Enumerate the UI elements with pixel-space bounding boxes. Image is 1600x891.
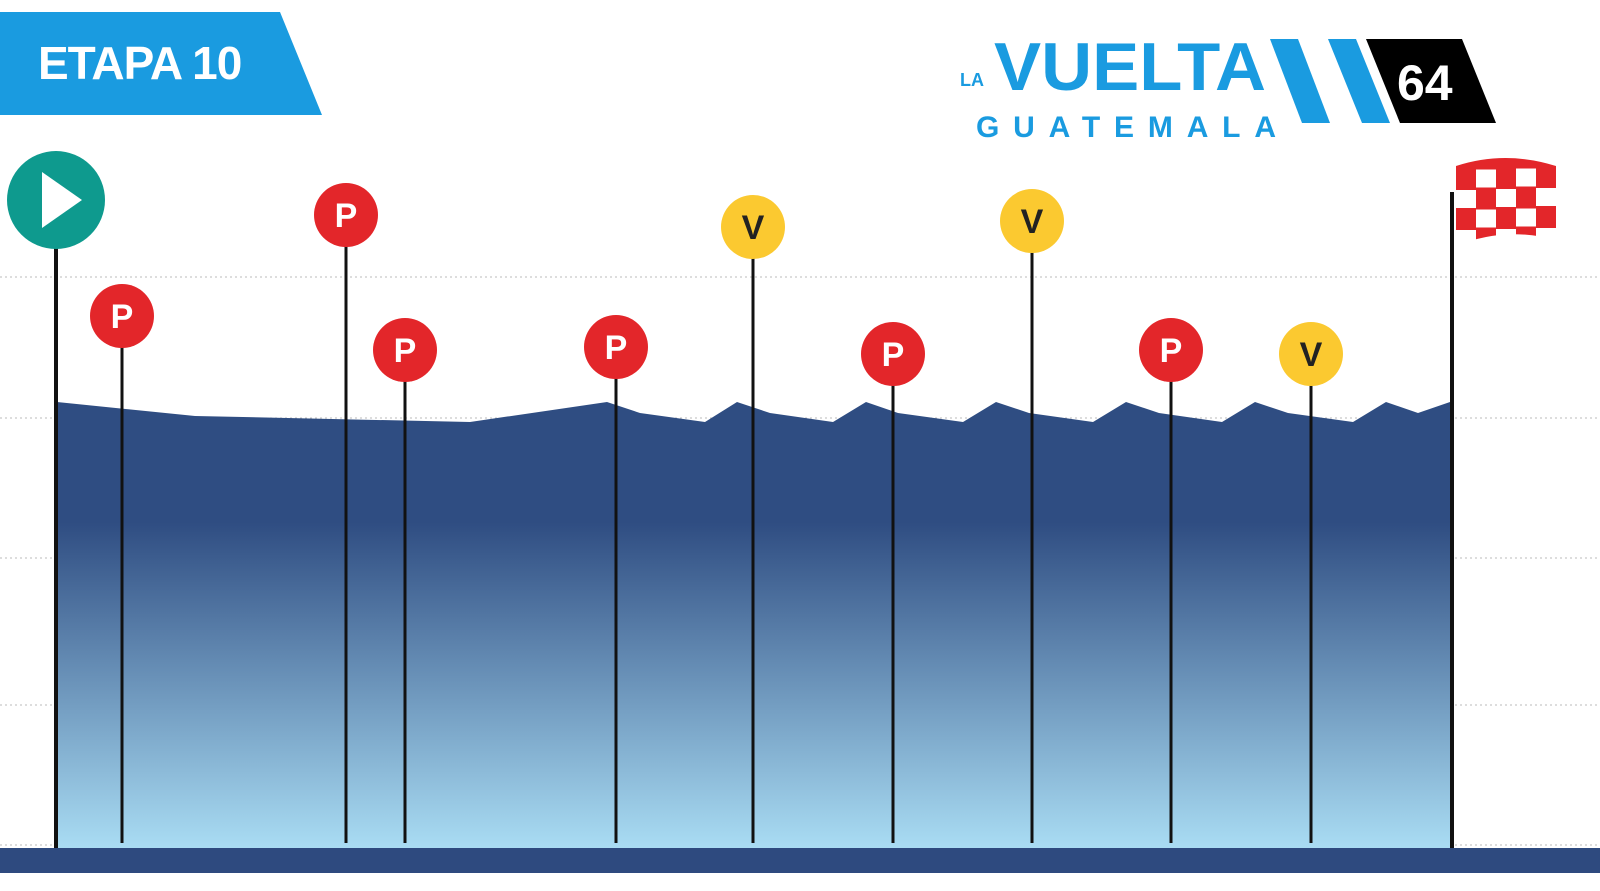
- finish-marker: [1450, 158, 1556, 848]
- sprint-marker: P: [861, 322, 925, 386]
- logo-word1: VUELTA: [994, 29, 1266, 105]
- sprint-marker: P: [584, 315, 648, 379]
- play-icon: [42, 172, 82, 228]
- marker-label: V: [1300, 336, 1323, 374]
- marker-circle: [1279, 322, 1343, 386]
- sprint-marker: P: [314, 183, 378, 247]
- marker-circle: [1000, 189, 1064, 253]
- stage-banner: [0, 12, 322, 115]
- start-marker: [7, 151, 105, 848]
- marker-label: P: [882, 336, 905, 374]
- checkered-flag-icon: [1456, 158, 1556, 248]
- marker-circle: [584, 315, 648, 379]
- sprint-marker: P: [373, 318, 437, 382]
- sprint-marker: P: [1139, 318, 1203, 382]
- stage-title: ETAPA 10: [38, 37, 242, 89]
- marker-circle: [90, 284, 154, 348]
- marker-label: P: [394, 332, 417, 370]
- marker-label: P: [335, 197, 358, 235]
- marker-circle: [373, 318, 437, 382]
- baseline-bar: [0, 848, 1600, 873]
- marker-circle: [721, 195, 785, 259]
- climb-marker: V: [721, 195, 785, 259]
- logo: LA VUELTA GUATEMALA 64: [960, 29, 1496, 144]
- marker-label: P: [1160, 332, 1183, 370]
- sprint-marker: P: [90, 284, 154, 348]
- marker-label: P: [605, 329, 628, 367]
- marker-label: V: [742, 209, 765, 247]
- climb-marker: V: [1000, 189, 1064, 253]
- logo-edition: 64: [1397, 55, 1453, 111]
- marker-circle: [861, 322, 925, 386]
- marker-circle: [1139, 318, 1203, 382]
- marker-label: V: [1021, 203, 1044, 241]
- marker-label: P: [111, 298, 134, 336]
- logo-prefix: LA: [960, 70, 984, 90]
- logo-word2: GUATEMALA: [976, 111, 1276, 144]
- climb-marker: V: [1279, 322, 1343, 386]
- marker-circle: [314, 183, 378, 247]
